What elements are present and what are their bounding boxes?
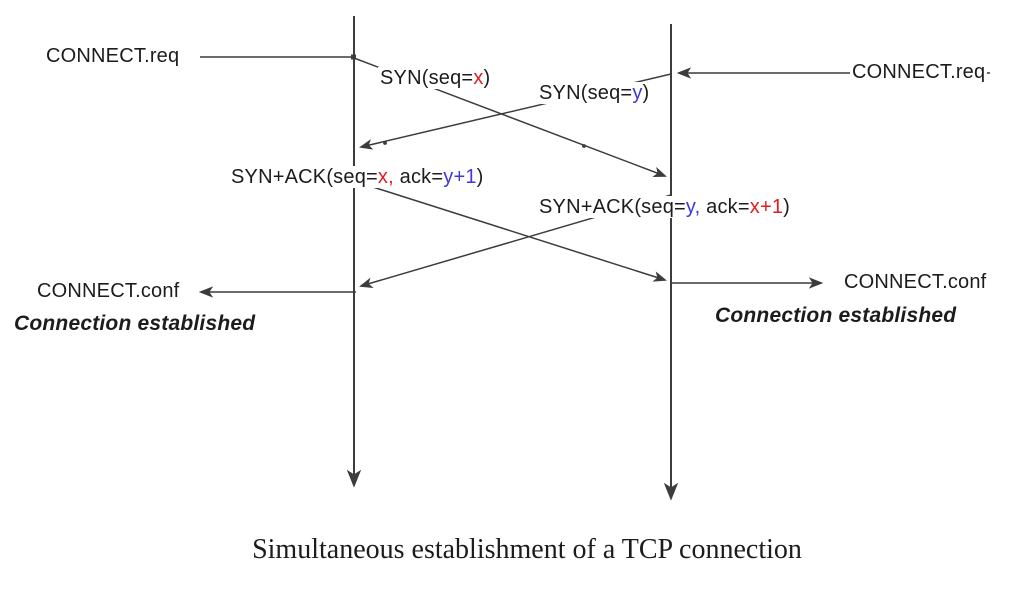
syn-left-label: SYN(seq=x) xyxy=(378,67,493,89)
syn-left-close: ) xyxy=(483,67,491,89)
synack-left-label: SYN+ACK(seq=x, ack=y+1) xyxy=(229,166,486,188)
connect-conf-right-label: CONNECT.conf xyxy=(842,271,989,293)
synack-left-arrow xyxy=(353,180,667,282)
syn-right-arrow-dot xyxy=(383,141,387,145)
connect-req-right-label: CONNECT.req xyxy=(850,61,988,83)
connection-established-right-label: Connection established xyxy=(715,304,957,327)
figure-caption: Simultaneous establishment of a TCP conn… xyxy=(252,534,802,565)
synack-right-ack-x1: x+1 xyxy=(749,196,784,218)
syn-right-close: ) xyxy=(642,82,650,104)
synack-right-text: SYN+ACK(seq= xyxy=(539,196,686,218)
syn-right-text: SYN(seq= xyxy=(539,82,633,104)
synack-right-ack-text: ack= xyxy=(700,196,750,218)
synack-right-close: ) xyxy=(783,196,791,218)
syn-right-label: SYN(seq=y) xyxy=(537,82,652,104)
synack-left-seq-x: x, xyxy=(377,166,394,188)
synack-left-ack-y1: y+1 xyxy=(443,166,477,188)
synack-left-text: SYN+ACK(seq= xyxy=(231,166,378,188)
syn-right-seq-y: y xyxy=(632,82,643,104)
synack-right-seq-y: y, xyxy=(685,196,701,218)
connection-established-left-label: Connection established xyxy=(14,312,256,335)
connect-req-left-label: CONNECT.req xyxy=(44,45,182,67)
connect-req-left-junction-dot xyxy=(351,54,356,60)
synack-right-label: SYN+ACK(seq=y, ack=x+1) xyxy=(537,196,793,218)
syn-left-text: SYN(seq= xyxy=(380,67,474,89)
syn-left-seq-x: x xyxy=(473,67,484,89)
syn-left-arrow-dot xyxy=(582,144,586,148)
connect-conf-left-label: CONNECT.conf xyxy=(35,280,182,302)
synack-left-ack-text: ack= xyxy=(393,166,444,188)
synack-left-close: ) xyxy=(476,166,484,188)
